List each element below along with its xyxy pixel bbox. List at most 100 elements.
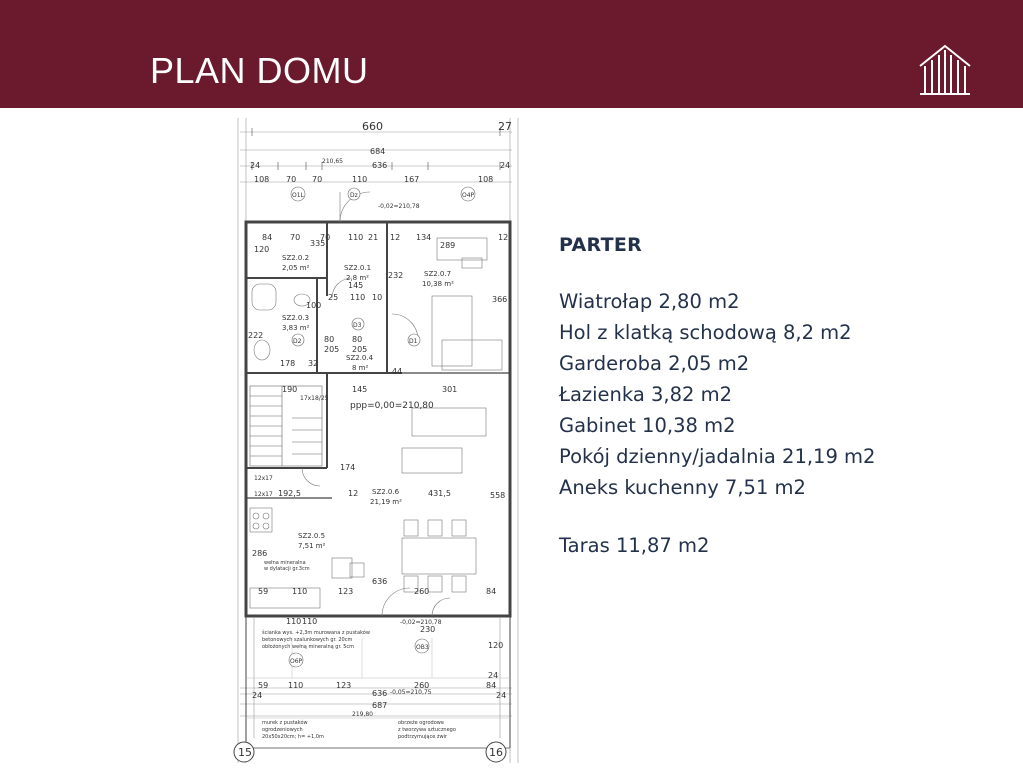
svg-text:636: 636 — [372, 577, 387, 586]
svg-text:21: 21 — [368, 233, 378, 242]
svg-text:O6P: O6P — [290, 658, 303, 665]
room-area-item: Pokój dzienny/jadalnia 21,19 m2 — [559, 445, 876, 468]
room-area-item: Aneks kuchenny 7,51 m2 — [559, 476, 806, 499]
svg-text:84: 84 — [486, 681, 496, 690]
building-columns-logo-icon — [919, 44, 971, 95]
room-area-item: Łazienka 3,82 m2 — [559, 383, 733, 406]
opening-tags: O1L Dz O4P D3 D1 D2 O6P OB3 — [290, 192, 475, 665]
svg-text:2,05 m²: 2,05 m² — [282, 264, 310, 272]
svg-text:20x50x20cm; h= +1,0m: 20x50x20cm; h= +1,0m — [262, 734, 324, 740]
room-area-item: Garderoba 2,05 m2 — [559, 352, 750, 375]
svg-text:ogrodzeniowych: ogrodzeniowych — [262, 727, 303, 733]
plan-walls — [244, 220, 512, 749]
svg-text:123: 123 — [338, 587, 353, 596]
svg-text:D1: D1 — [409, 338, 418, 345]
svg-text:OB3: OB3 — [416, 644, 429, 651]
svg-text:145: 145 — [348, 281, 363, 290]
svg-text:27: 27 — [498, 120, 512, 133]
svg-text:80: 80 — [352, 335, 362, 344]
svg-text:betonowych szalunkowych gr. 20: betonowych szalunkowych gr. 20cm — [262, 637, 352, 643]
svg-text:110: 110 — [348, 233, 363, 242]
svg-text:232: 232 — [388, 271, 403, 280]
svg-text:684: 684 — [370, 147, 385, 156]
svg-text:110: 110 — [352, 175, 367, 184]
svg-text:-0,05=210,75: -0,05=210,75 — [390, 689, 432, 696]
svg-text:25: 25 — [328, 293, 338, 302]
svg-text:obłożonych wełną mineralną gr.: obłożonych wełną mineralną gr. 5cm — [262, 644, 354, 650]
svg-text:SZ2.0.7: SZ2.0.7 — [424, 270, 451, 278]
svg-text:16: 16 — [489, 746, 503, 759]
room-area-item: Wiatrołap 2,80 m2 — [559, 290, 740, 313]
staircase — [249, 385, 323, 467]
svg-text:70: 70 — [312, 175, 322, 184]
svg-text:w dylatacji gr.3cm: w dylatacji gr.3cm — [264, 566, 310, 572]
svg-text:wełna mineralna: wełna mineralna — [264, 560, 306, 566]
svg-text:10: 10 — [372, 293, 382, 302]
svg-text:260: 260 — [414, 681, 429, 690]
svg-text:178: 178 — [280, 359, 295, 368]
room-area-item: Gabinet 10,38 m2 — [559, 414, 736, 437]
svg-text:110: 110 — [302, 617, 317, 626]
dimension-labels: 660 27 684 210,65 636 24 24 108 70 70 11… — [248, 120, 512, 718]
svg-text:ścianka wys. +2,3m murowana z: ścianka wys. +2,3m murowana z pustaków — [262, 629, 370, 636]
svg-text:SZ2.0.3: SZ2.0.3 — [282, 314, 309, 322]
header-bar: PLAN DOMU — [0, 0, 1023, 108]
svg-text:205: 205 — [324, 345, 339, 354]
svg-text:210,65: 210,65 — [322, 158, 343, 165]
svg-text:D2: D2 — [293, 338, 302, 345]
svg-text:12: 12 — [390, 233, 400, 242]
svg-text:SZ2.0.4: SZ2.0.4 — [346, 354, 374, 362]
svg-text:190: 190 — [282, 385, 297, 394]
svg-text:110: 110 — [288, 681, 303, 690]
svg-text:80: 80 — [324, 335, 334, 344]
svg-text:12: 12 — [348, 489, 358, 498]
svg-text:70: 70 — [290, 233, 300, 242]
svg-text:123: 123 — [336, 681, 351, 690]
svg-text:12x17: 12x17 — [254, 491, 273, 498]
svg-text:134: 134 — [416, 233, 431, 242]
axis-labels: 15 16 — [238, 746, 503, 759]
svg-text:24: 24 — [250, 161, 260, 170]
svg-text:192,5: 192,5 — [278, 489, 301, 498]
svg-text:SZ2.0.1: SZ2.0.1 — [344, 264, 371, 272]
svg-text:174: 174 — [340, 463, 355, 472]
svg-text:205: 205 — [352, 345, 367, 354]
svg-text:O4P: O4P — [462, 192, 475, 199]
svg-text:301: 301 — [442, 385, 457, 394]
svg-text:108: 108 — [478, 175, 493, 184]
svg-text:70: 70 — [286, 175, 296, 184]
svg-text:12: 12 — [498, 233, 508, 242]
grid-axis-markers — [233, 741, 507, 763]
svg-text:24: 24 — [500, 161, 510, 170]
svg-text:21,19 m²: 21,19 m² — [370, 498, 402, 506]
svg-text:24: 24 — [488, 671, 498, 680]
svg-text:660: 660 — [362, 120, 383, 133]
svg-text:-0,02=210,78: -0,02=210,78 — [378, 203, 420, 210]
svg-text:100: 100 — [306, 301, 321, 310]
svg-text:12x17: 12x17 — [254, 475, 273, 482]
terrace-area-text: Taras 11,87 m2 — [559, 534, 710, 557]
svg-text:obrzeże ogrodowe: obrzeże ogrodowe — [398, 720, 444, 726]
svg-text:D3: D3 — [353, 322, 362, 329]
svg-text:120: 120 — [488, 641, 503, 650]
plan-furniture — [249, 237, 503, 609]
svg-text:24: 24 — [252, 691, 262, 700]
svg-text:59: 59 — [258, 681, 268, 690]
svg-text:15: 15 — [238, 746, 252, 759]
svg-text:110: 110 — [286, 617, 301, 626]
svg-text:335: 335 — [310, 239, 325, 248]
svg-text:8 m²: 8 m² — [352, 364, 368, 372]
svg-text:70: 70 — [320, 233, 330, 242]
svg-text:145: 145 — [352, 385, 367, 394]
floor-plan-drawing: 660 27 684 210,65 636 24 24 108 70 70 11… — [232, 118, 522, 763]
svg-text:murek z pustaków: murek z pustaków — [262, 719, 308, 726]
svg-text:2,8 m²: 2,8 m² — [346, 274, 369, 282]
svg-text:-0,02=210,78: -0,02=210,78 — [400, 619, 442, 626]
svg-text:108: 108 — [254, 175, 269, 184]
svg-text:O1L: O1L — [292, 192, 305, 199]
svg-text:ppp=0,00=210,80: ppp=0,00=210,80 — [350, 401, 434, 411]
svg-text:289: 289 — [440, 241, 455, 250]
svg-text:7,51 m²: 7,51 m² — [298, 542, 326, 550]
svg-text:167: 167 — [404, 175, 419, 184]
svg-text:SZ2.0.6: SZ2.0.6 — [372, 488, 400, 496]
